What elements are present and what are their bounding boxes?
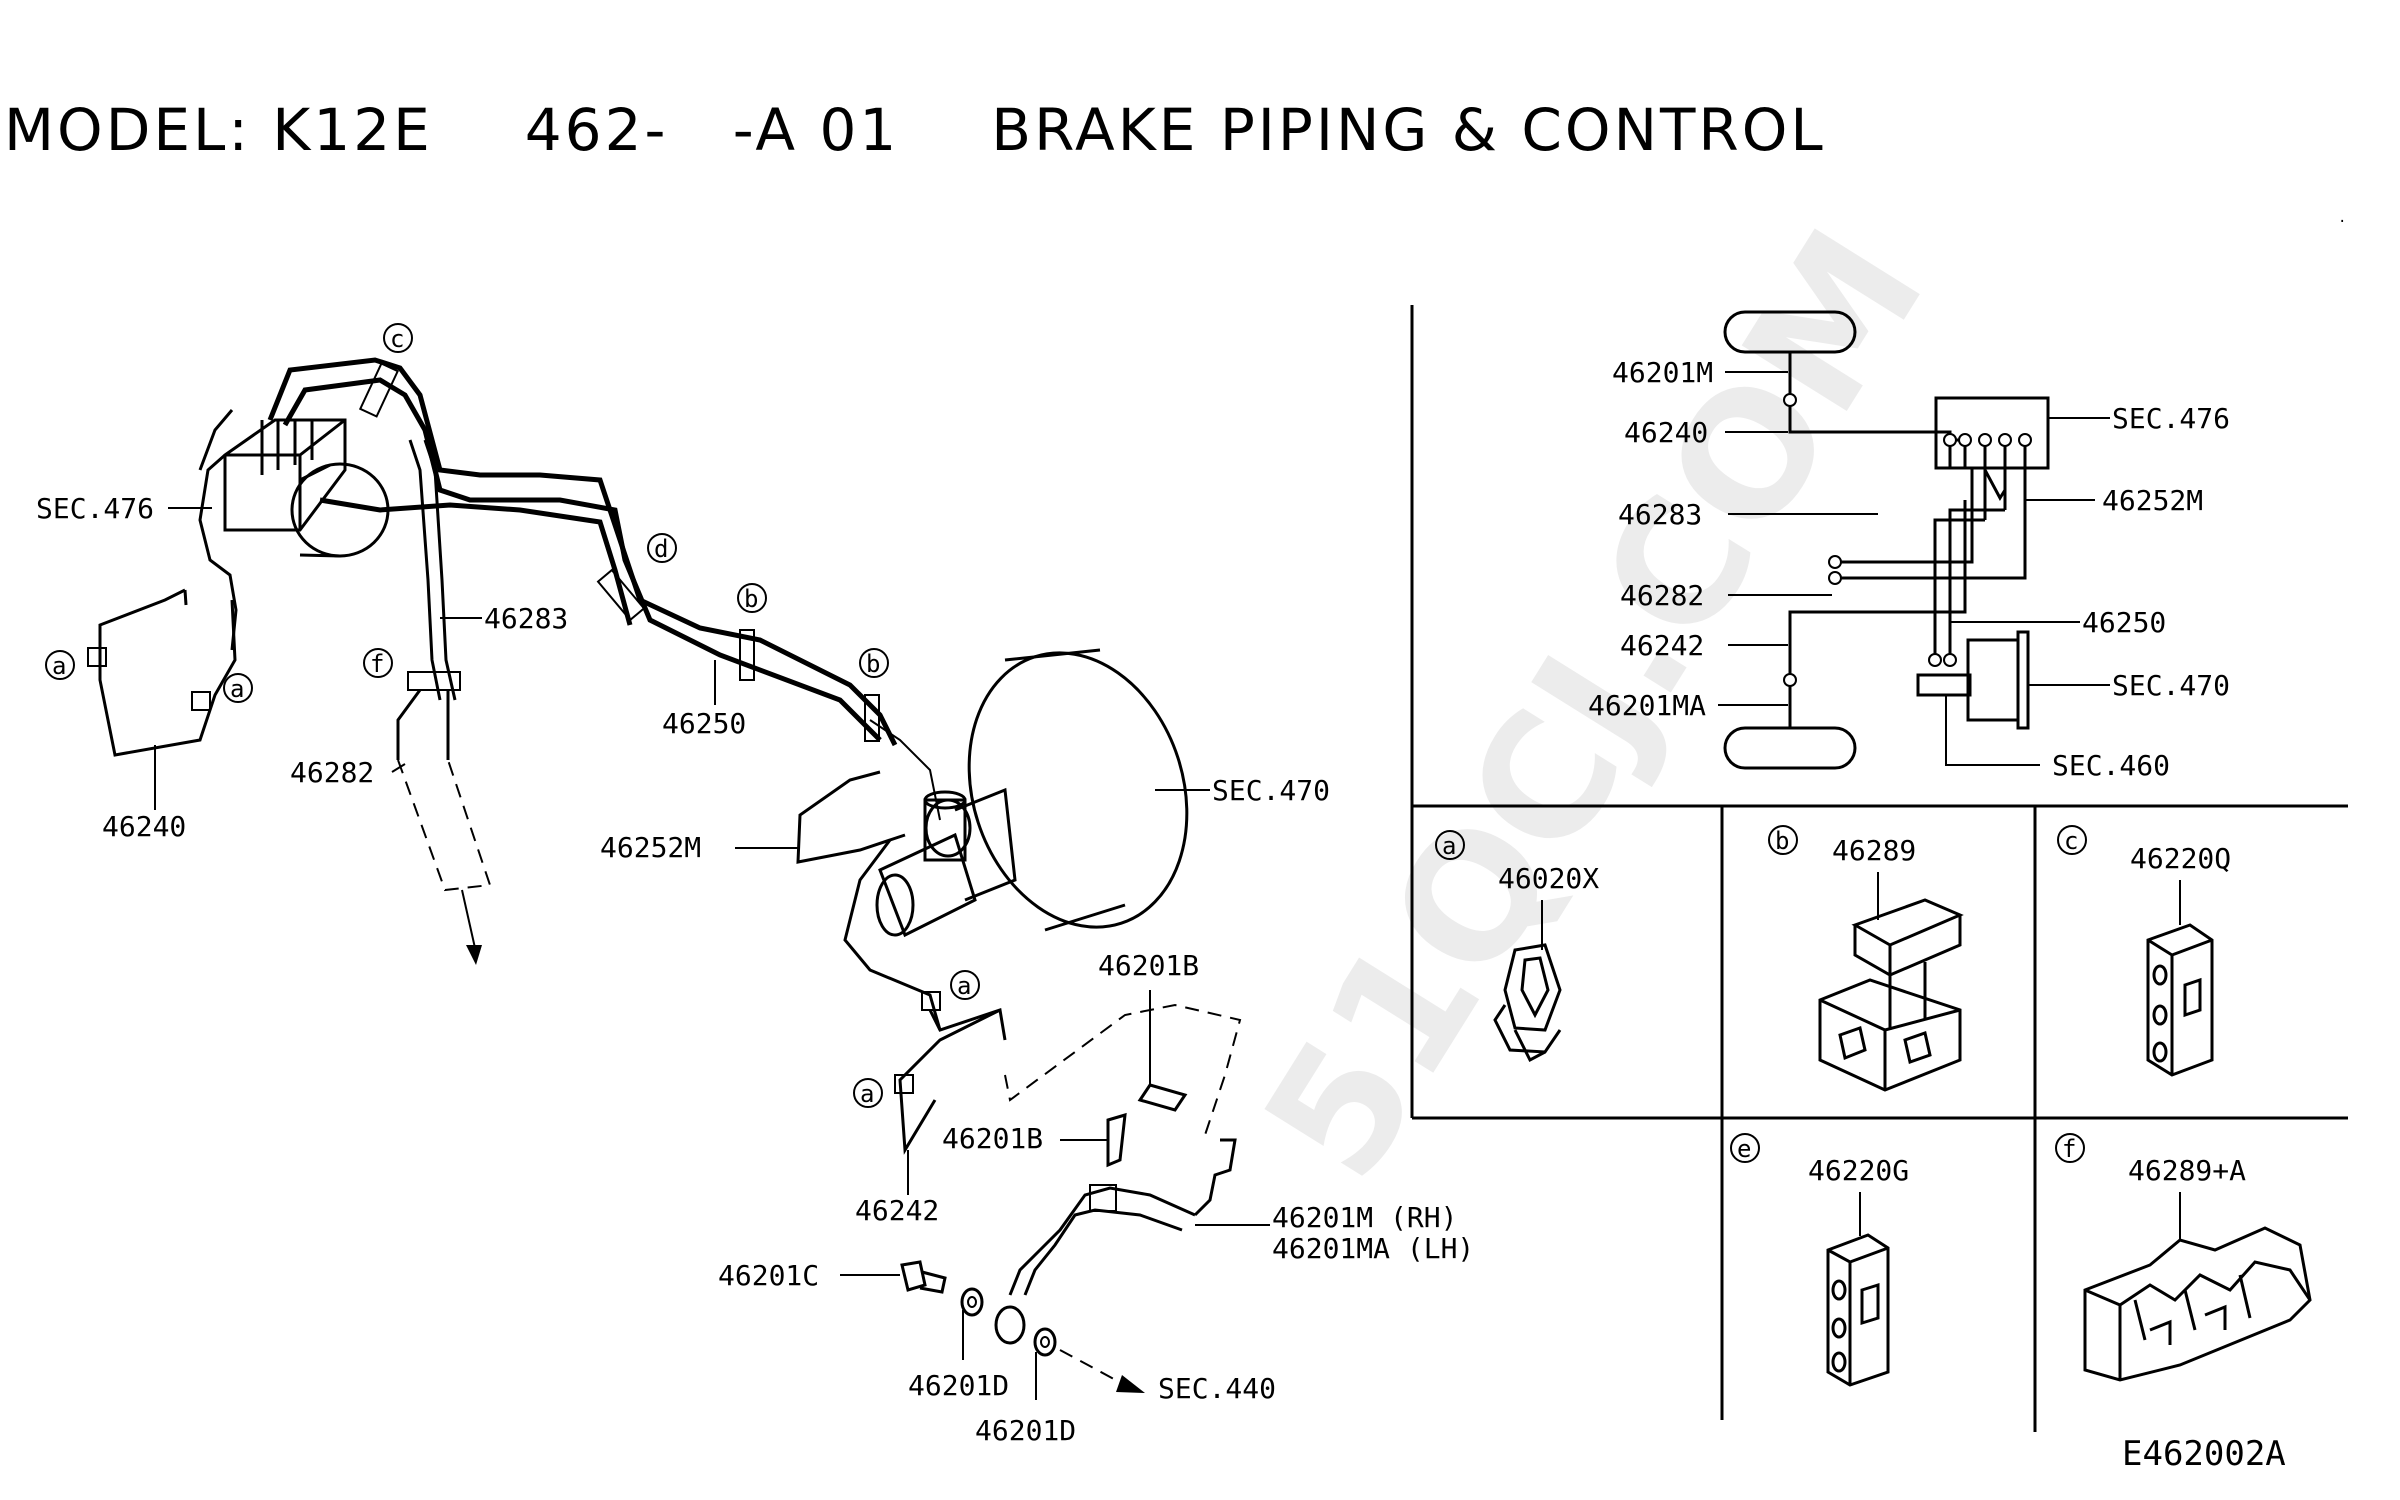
- label-46201d-1: 46201D: [908, 1369, 1009, 1402]
- main-view: SEC.476 46240 a a c d b: [36, 323, 1474, 1447]
- label-46282: 46282: [290, 756, 374, 789]
- abs-unit-box: [1934, 396, 2050, 470]
- label-sec476: SEC.476: [36, 492, 154, 525]
- clip-46220q-drawing: [2146, 923, 2214, 1077]
- marker-a-4: a: [860, 1080, 874, 1108]
- cell-b-part: 46289: [1832, 834, 1916, 867]
- brake-booster: [875, 648, 1189, 938]
- marker-a: [853, 1078, 883, 1108]
- schem-sec476: SEC.476: [2112, 402, 2230, 435]
- routing-schematic: 46201M 46240 46283 46282 46242 46201MA S…: [1588, 310, 2230, 782]
- schem-46201ma: 46201MA: [1588, 689, 1706, 722]
- booster-box: [1966, 638, 2020, 722]
- label-46283: 46283: [484, 602, 568, 635]
- marker-c-label: c: [390, 325, 404, 353]
- clip-46020x-drawing: [1493, 943, 1562, 1063]
- schem-46282: 46282: [1620, 579, 1704, 612]
- marker-b: [737, 583, 767, 613]
- schem-46240: 46240: [1624, 416, 1708, 449]
- label-sec470: SEC.470: [1212, 774, 1330, 807]
- marker-d-label: d: [654, 535, 668, 563]
- cell-b-marker: b: [1775, 827, 1789, 855]
- washer-left: [960, 1287, 984, 1317]
- tube-46283-46282: [396, 439, 492, 965]
- section-title: BRAKE PIPING & CONTROL: [991, 96, 1826, 164]
- schem-46283: 46283: [1618, 498, 1702, 531]
- label-sec440: SEC.440: [1158, 1372, 1276, 1405]
- label-46242: 46242: [855, 1194, 939, 1227]
- marker-a-1: a: [52, 652, 66, 680]
- pipe-run-main: [267, 357, 941, 821]
- figure-code: E462002A: [2122, 1434, 2286, 1474]
- label-46252m: 46252M: [600, 831, 701, 864]
- brake-hose: [994, 1003, 1242, 1345]
- tube-46252m: [796, 770, 942, 1031]
- schem-46250: 46250: [2082, 606, 2166, 639]
- cell-f-marker: f: [2062, 1135, 2076, 1163]
- cell-e-marker: e: [1737, 1135, 1751, 1163]
- marker-a: [45, 650, 75, 680]
- page-title: MODEL: K12E 462- -A 01 BRAKE PIPING & CONT…: [4, 96, 1826, 164]
- cell-marker: [1768, 825, 1798, 855]
- wheel-rear: [1723, 726, 1857, 770]
- clip-cell-a: a 46020X: [1435, 830, 1599, 1063]
- marker-b: [859, 648, 889, 678]
- clip-cell-b: b 46289: [1768, 825, 1964, 1092]
- schem-sec460: SEC.460: [2052, 749, 2170, 782]
- cell-marker: [2057, 825, 2087, 855]
- marker-c: [383, 323, 413, 353]
- cell-marker: [2055, 1133, 2085, 1163]
- label-46201d-2: 46201D: [975, 1414, 1076, 1447]
- cell-c-part: 46220Q: [2130, 842, 2231, 875]
- clip-46289-drawing: [1818, 898, 1964, 1092]
- label-46201m: 46201M (RH): [1272, 1201, 1457, 1234]
- marker-b-1: b: [744, 585, 758, 613]
- marker-f: [363, 648, 393, 678]
- model-label: MODEL: K12E: [4, 96, 433, 164]
- label-46201c: 46201C: [718, 1259, 819, 1292]
- clip-cell-e: e 46220G: [1730, 1133, 1909, 1387]
- marker-d: [647, 533, 677, 563]
- tube-46242: [894, 991, 1007, 1155]
- abs-actuator: [198, 409, 390, 651]
- marker-a: [950, 970, 980, 1000]
- cell-marker: [1730, 1133, 1760, 1163]
- clip-46289a-drawing: [2083, 1226, 2312, 1382]
- marker-a-3: a: [957, 972, 971, 1000]
- cell-a-marker: a: [1442, 832, 1456, 860]
- clip-cell-f: f 46289+A: [2055, 1133, 2312, 1382]
- label-46201ma: 46201MA (LH): [1272, 1232, 1474, 1265]
- clip-cell-c: c 46220Q: [2057, 825, 2231, 1077]
- cell-a-part: 46020X: [1498, 862, 1599, 895]
- marker-f-label: f: [370, 650, 384, 678]
- marker-a: [223, 673, 253, 703]
- union-bolt: [900, 1260, 947, 1294]
- schem-46201m: 46201M: [1612, 356, 1713, 389]
- cell-f-part: 46289+A: [2128, 1154, 2246, 1187]
- schem-sec470: SEC.470: [2112, 669, 2230, 702]
- cell-e-part: 46220G: [1808, 1154, 1909, 1187]
- panel-frames: [1410, 305, 2348, 1432]
- label-46201b-2: 46201B: [942, 1122, 1043, 1155]
- marker-b-2: b: [866, 650, 880, 678]
- cell-marker: [1435, 830, 1465, 860]
- section-code: 462- -A 01: [524, 96, 900, 164]
- washer-right: [1033, 1327, 1057, 1357]
- label-46250: 46250: [662, 707, 746, 740]
- svg-text:.: .: [2338, 210, 2346, 226]
- label-46240: 46240: [102, 810, 186, 843]
- marker-a-2: a: [230, 675, 244, 703]
- tube-46240: [87, 588, 237, 757]
- cell-c-marker: c: [2064, 827, 2078, 855]
- label-46201b-1: 46201B: [1098, 949, 1199, 982]
- clip-46220g-drawing: [1826, 1233, 1890, 1387]
- schem-46242: 46242: [1620, 629, 1704, 662]
- schem-46252m: 46252M: [2102, 484, 2203, 517]
